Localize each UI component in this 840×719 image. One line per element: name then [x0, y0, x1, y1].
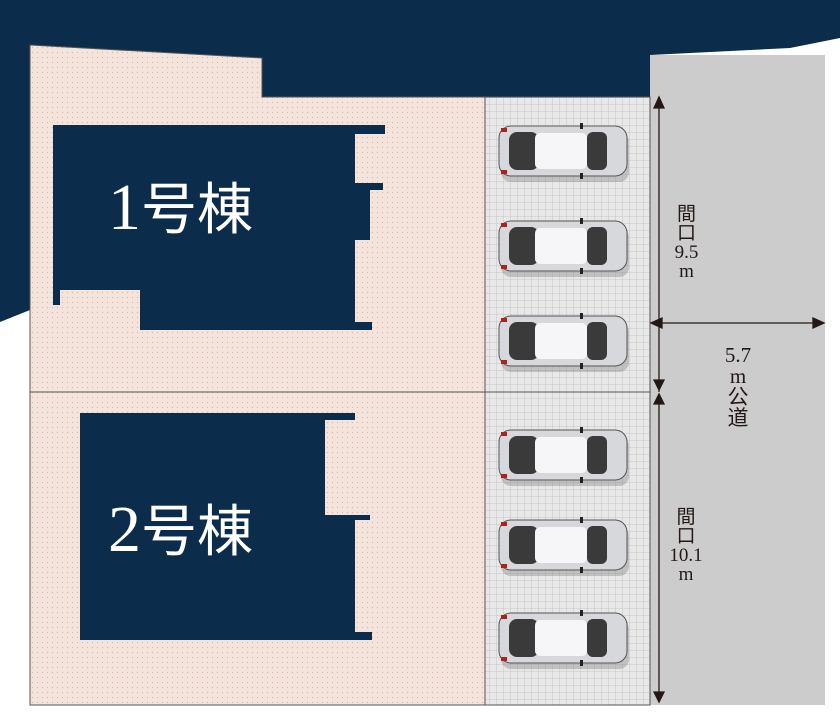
- car: [498, 609, 630, 670]
- building-1-label: 1号棟: [108, 175, 253, 242]
- public-road: [650, 55, 825, 705]
- car: [498, 426, 630, 487]
- frontage-value: 10.1: [669, 545, 703, 566]
- dimension-lines: [649, 95, 826, 704]
- frontage-2-label: 間 口 10.1 m: [662, 508, 710, 584]
- road-text: 公: [727, 385, 749, 409]
- car: [498, 516, 630, 577]
- car: [498, 217, 630, 278]
- car: [498, 312, 630, 373]
- frontage-unit: m: [678, 564, 694, 585]
- road-width: 5.7: [724, 343, 752, 367]
- building-2-label: 2号棟: [108, 497, 253, 564]
- building-suffix: 号棟: [141, 180, 253, 242]
- frontage-value: 9.5: [674, 242, 699, 263]
- road-unit: m: [729, 364, 747, 388]
- building-2: [80, 413, 372, 640]
- building-suffix: 号棟: [141, 502, 253, 564]
- road-label: 5.7 m 公 道: [713, 345, 763, 429]
- frontage-text: 口: [676, 223, 696, 244]
- road-text: 道: [727, 406, 749, 430]
- frontage-text: 間: [676, 507, 696, 528]
- frontage-text: 間: [676, 204, 696, 225]
- building-1: [53, 125, 385, 330]
- frontage-text: 口: [676, 526, 696, 547]
- building-number: 1: [108, 171, 141, 244]
- building-number: 2: [108, 493, 141, 566]
- frontage-1-label: 間 口 9.5 m: [664, 205, 709, 281]
- car: [498, 122, 630, 183]
- frontage-unit: m: [679, 261, 694, 282]
